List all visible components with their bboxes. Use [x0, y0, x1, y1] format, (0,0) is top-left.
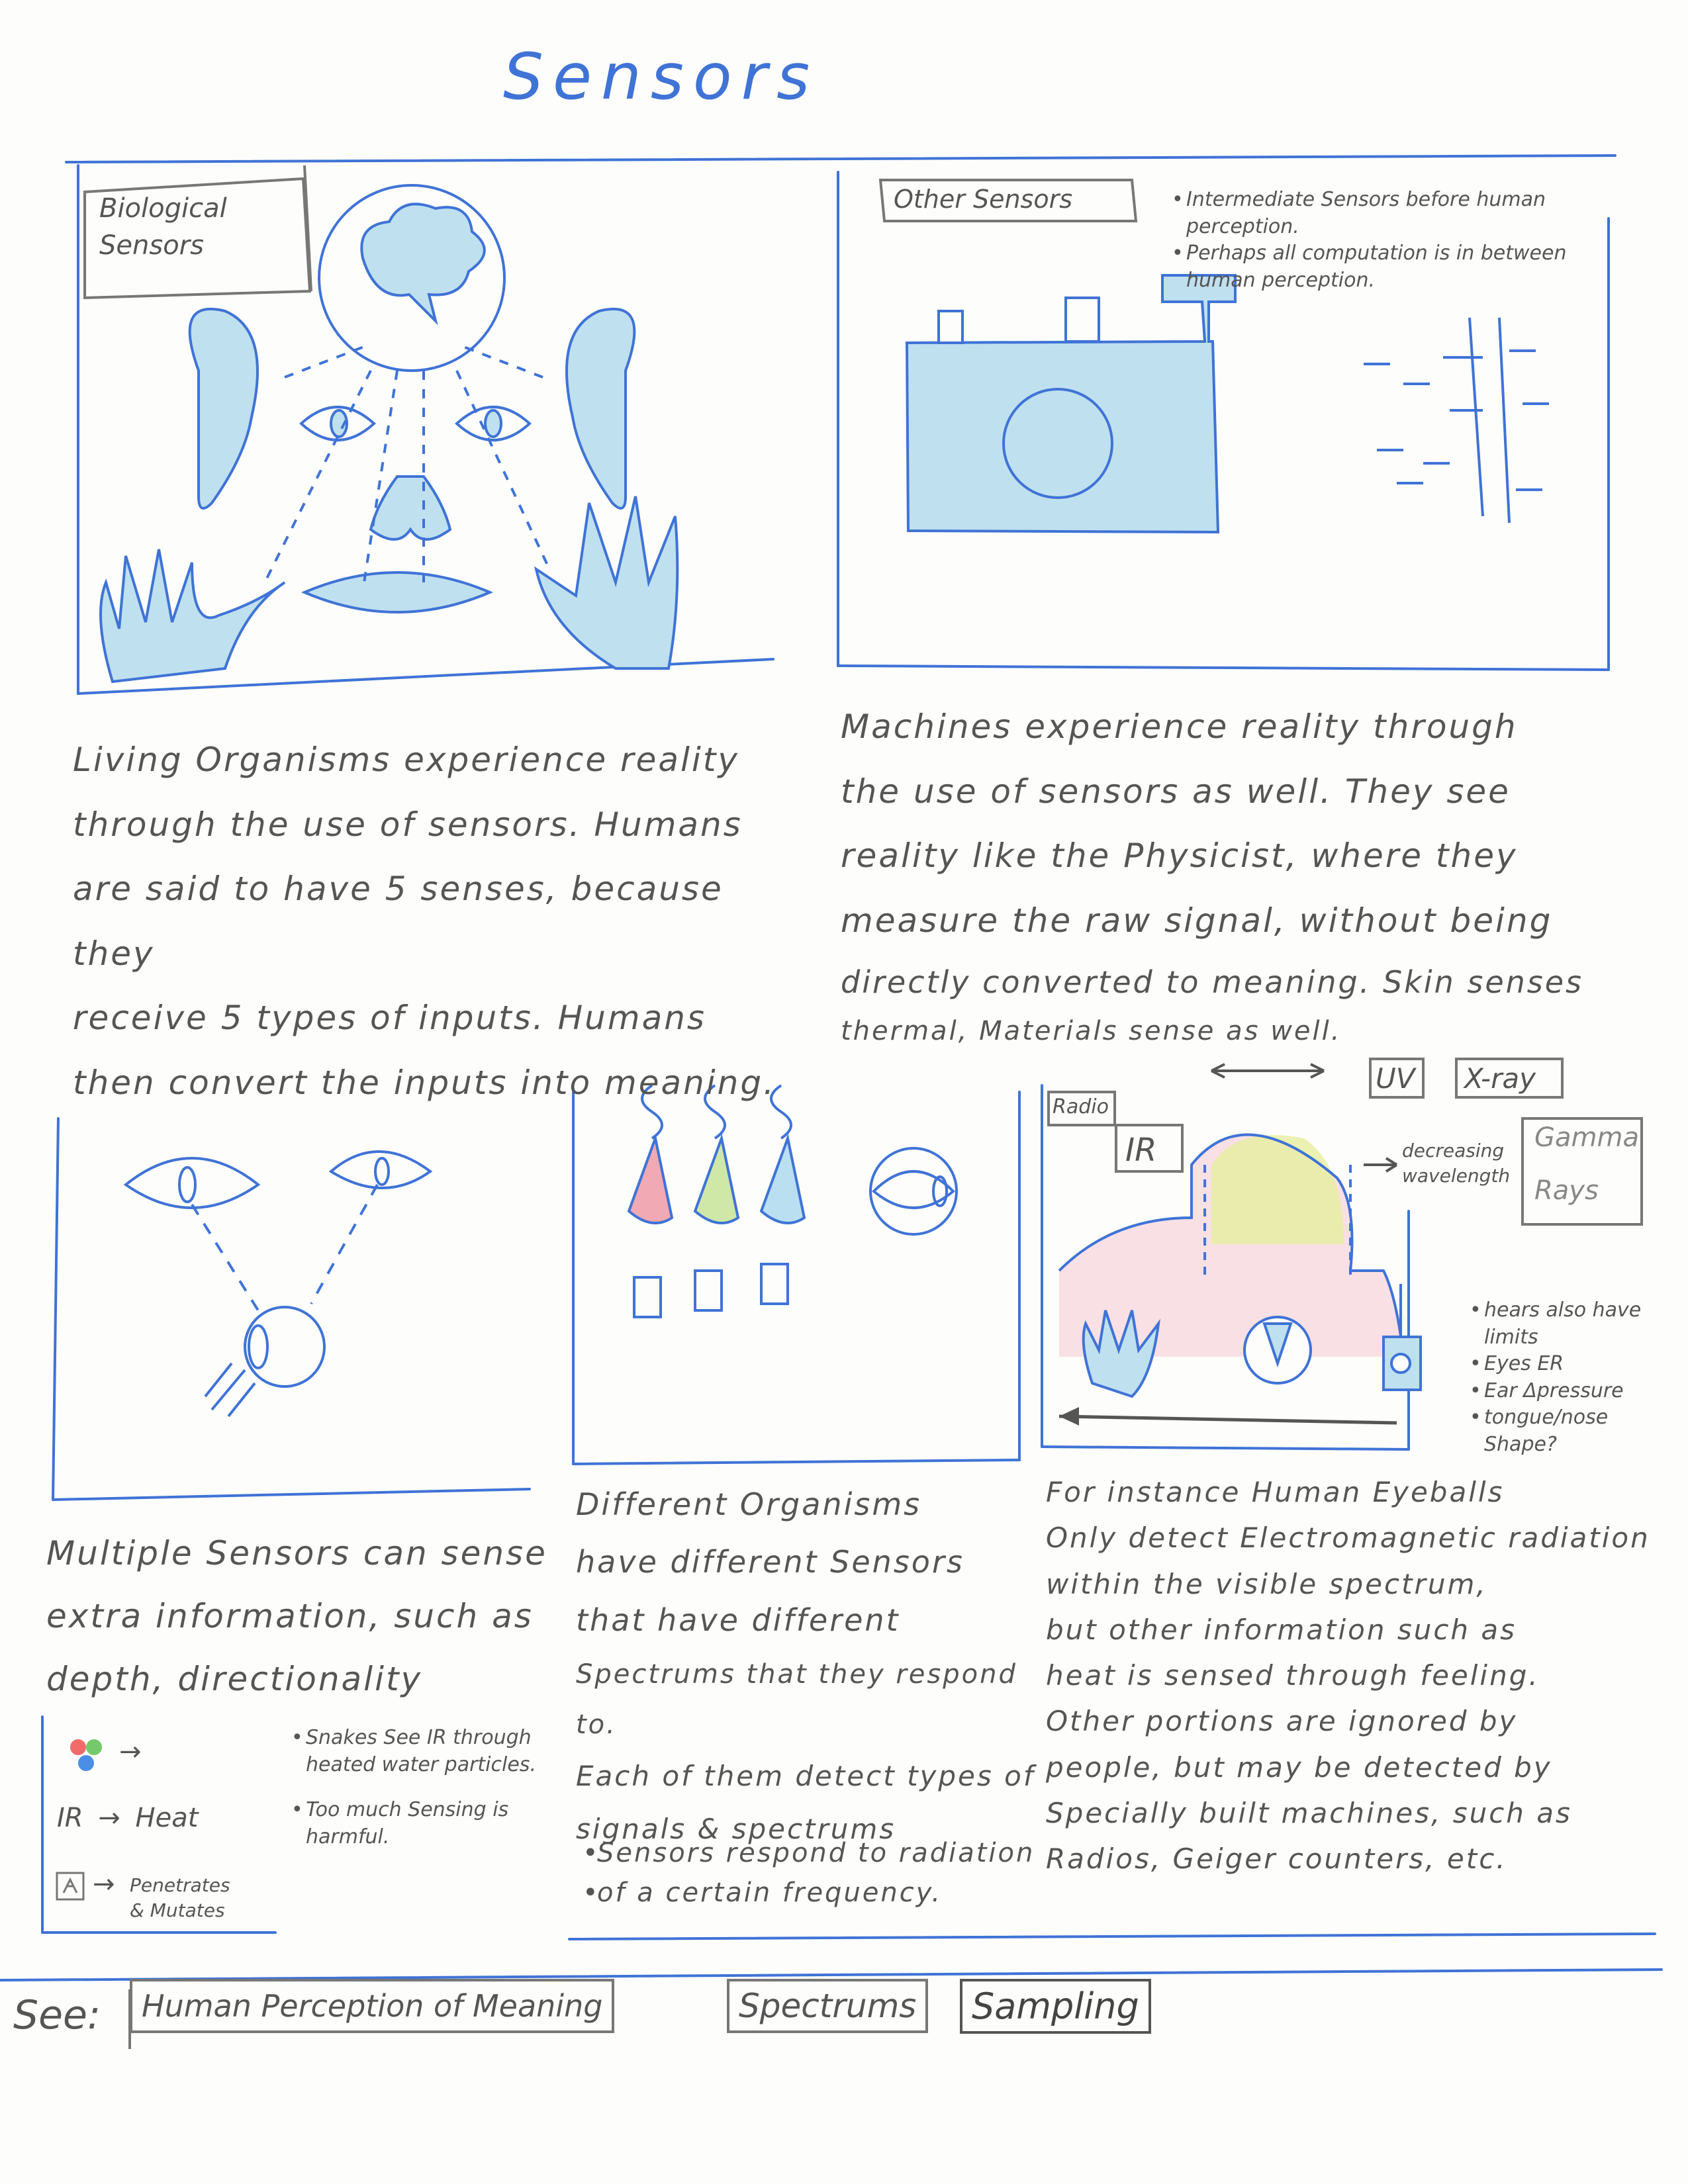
instance-line-1: For instance Human Eyeballs	[1046, 1476, 1505, 1508]
different-line-2: have different Sensors	[576, 1544, 964, 1580]
instance-line-7: people, but may be detected by	[1046, 1751, 1552, 1784]
different-line-4: Spectrums that they respond to.	[576, 1659, 1017, 1741]
spectrum-notes: hears also have limits Eyes ER Ear Δpres…	[1470, 1297, 1681, 1458]
biological-sensors-label: Biological Sensors	[99, 192, 227, 262]
legend-notes: Snakes See IR through heated water parti…	[291, 1725, 556, 1850]
spectrum-note-3: Ear Δpressure	[1470, 1378, 1681, 1405]
gamma-line-1: Gamma	[1534, 1122, 1639, 1153]
different-line-1: Different Organisms	[576, 1486, 922, 1522]
radiation-symbol-icon	[56, 1872, 85, 1901]
cones-drawing	[627, 1084, 958, 1318]
multiple-eyes-drawing	[123, 1150, 433, 1418]
spectrum-note-1: hears also have limits	[1470, 1297, 1681, 1351]
ir-tag: IR	[1125, 1132, 1157, 1169]
instance-line-3: within the visible spectrum,	[1046, 1567, 1487, 1600]
different-bullet-line-2: of a certain frequency.	[583, 1873, 1086, 1913]
legend-radiation-arrow-icon: →	[93, 1869, 115, 1899]
biological-label-line2: Sensors	[99, 230, 204, 261]
machines-line-2: the use of sensors as well. They see	[841, 772, 1511, 811]
legend-radiation-line-2: & Mutates	[130, 1899, 225, 1921]
multiple-line-1: Multiple Sensors can sense	[46, 1534, 547, 1572]
different-bullet-line-1: Sensors respond to radiation	[583, 1833, 1086, 1873]
machines-line-5: directly converted to meaning. Skin sens…	[841, 964, 1584, 1000]
different-bullet: Sensors respond to radiation of a certai…	[583, 1833, 1086, 1913]
multiple-line-3: depth, directionality	[46, 1660, 423, 1698]
instance-line-9: Radios, Geiger counters, etc.	[1046, 1843, 1507, 1876]
see-link-sampling[interactable]: Sampling	[960, 1979, 1151, 2034]
decreasing-wavelength-note: decreasing wavelength	[1402, 1138, 1510, 1189]
machines-paragraph: Machines experience reality through the …	[841, 695, 1662, 1050]
color-arrow-icon: →	[119, 1737, 142, 1767]
living-organisms-paragraph: Living Organisms experience reality thro…	[73, 728, 801, 1115]
legend-ir-result: Heat	[135, 1803, 199, 1833]
living-line-4: receive 5 types of inputs. Humans	[73, 999, 706, 1037]
camera-drawing	[905, 274, 1237, 534]
see-also-label: See:	[13, 1992, 101, 2038]
machines-line-1: Machines experience reality through	[841, 707, 1518, 746]
biological-sensors-drawing	[99, 184, 679, 684]
living-line-1: Living Organisms experience reality	[73, 741, 739, 779]
multiple-sensors-paragraph: Multiple Sensors can sense extra informa…	[46, 1522, 563, 1711]
other-sensors-notes: Intermediate Sensors before human percep…	[1172, 187, 1622, 294]
instance-line-2: Only detect Electromagnetic radiation	[1046, 1522, 1650, 1555]
machines-line-6: thermal, Materials sense as well.	[841, 1015, 1342, 1046]
see-link-human-perception[interactable]: Human Perception of Meaning	[130, 1979, 615, 2033]
multiple-line-2: extra information, such as	[46, 1597, 534, 1635]
different-line-3: that have different	[576, 1602, 900, 1638]
biological-label-line1: Biological	[99, 193, 227, 224]
see-link-spectrums[interactable]: Spectrums	[727, 1979, 929, 2033]
uv-tag: UV	[1376, 1062, 1415, 1095]
legend-ir-label: IR	[57, 1803, 83, 1833]
wavelength-line-2: wavelength	[1402, 1164, 1511, 1187]
other-note-2: Perhaps all computation is in between hu…	[1172, 240, 1622, 294]
legend-ir-arrow-icon: →	[98, 1803, 120, 1833]
instance-line-6: Other portions are ignored by	[1046, 1705, 1518, 1738]
legend-radiation-result: Penetrates & Mutates	[130, 1873, 230, 1923]
spectrum-drawing	[1058, 1063, 1422, 1426]
legend-note-1: Snakes See IR through heated water parti…	[291, 1725, 556, 1778]
machines-line-3: reality like the Physicist, where they	[841, 837, 1518, 875]
gamma-rays-tag: Gamma Rays	[1534, 1121, 1639, 1207]
instance-line-8: Specially built machines, such as	[1046, 1797, 1572, 1830]
machines-line-4: measure the raw signal, without being	[841, 901, 1553, 940]
human-eyeballs-paragraph: For instance Human Eyeballs Only detect …	[1046, 1469, 1675, 1882]
spectrum-note-4: tongue/nose Shape?	[1470, 1404, 1681, 1458]
other-sensors-label: Other Sensors	[894, 185, 1073, 214]
xray-tag: X-ray	[1464, 1062, 1536, 1095]
living-line-3: are said to have 5 senses, because they	[73, 870, 724, 973]
gamma-line-2: Rays	[1534, 1175, 1599, 1206]
living-line-2: through the use of sensors. Humans	[73, 805, 743, 844]
instance-line-5: heat is sensed through feeling.	[1046, 1659, 1540, 1692]
page-title: Sensors	[503, 40, 820, 114]
legend-note-2: Too much Sensing is harmful.	[291, 1797, 556, 1850]
wavelength-line-1: decreasing	[1402, 1140, 1505, 1161]
radio-tag: Radio	[1053, 1095, 1109, 1118]
living-line-5: then convert the inputs into meaning.	[73, 1063, 776, 1102]
different-line-5: Each of them detect types of	[576, 1760, 1035, 1793]
legend-ir-row: IR → Heat	[57, 1803, 198, 1833]
other-note-1: Intermediate Sensors before human percep…	[1172, 187, 1622, 240]
legend-radiation-line-1: Penetrates	[130, 1874, 230, 1896]
color-dots-icon	[70, 1739, 102, 1771]
instance-line-4: but other information such as	[1046, 1613, 1517, 1646]
spectrum-note-2: Eyes ER	[1470, 1351, 1681, 1378]
different-organisms-paragraph: Different Organisms have different Senso…	[576, 1476, 1053, 1856]
